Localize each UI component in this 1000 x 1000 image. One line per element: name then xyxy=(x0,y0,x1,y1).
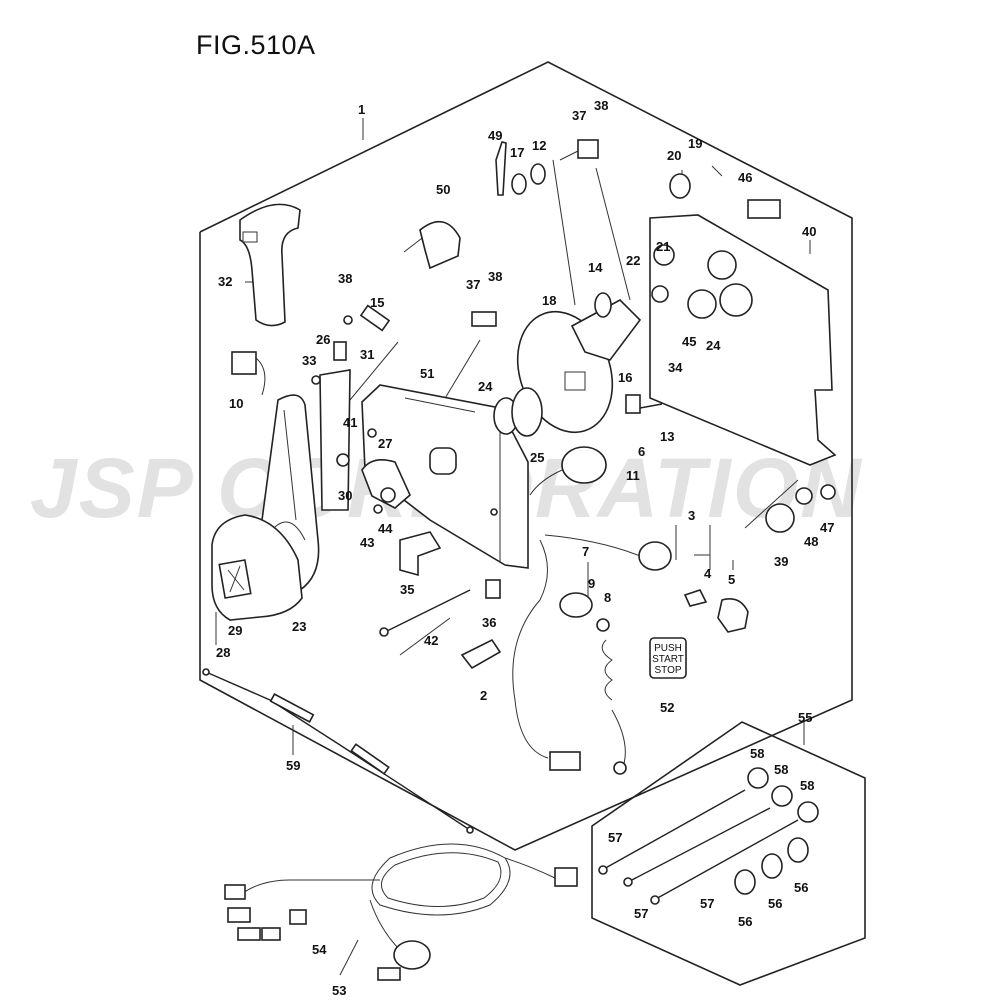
callout-25: 25 xyxy=(530,450,544,465)
bolt-kit-parts xyxy=(598,767,819,905)
callout-44: 44 xyxy=(378,521,393,536)
callout-58a: 58 xyxy=(750,746,764,761)
buzzer xyxy=(529,446,607,496)
callout-49: 49 xyxy=(488,128,502,143)
callout-26: 26 xyxy=(316,332,330,347)
long-screw xyxy=(379,589,471,637)
callout-59: 59 xyxy=(286,758,300,773)
callout-10: 10 xyxy=(229,396,243,411)
callout-21: 21 xyxy=(656,239,670,254)
callout-9: 9 xyxy=(588,576,595,591)
control-cable xyxy=(202,668,474,834)
callout-18: 18 xyxy=(542,293,556,308)
callout-12: 12 xyxy=(532,138,546,153)
neutral-switch xyxy=(231,351,266,396)
callout-1: 1 xyxy=(358,102,365,117)
callout-27: 27 xyxy=(378,436,392,451)
button-text-push: PUSH xyxy=(654,643,682,654)
wiring-harness xyxy=(512,539,581,771)
callout-29: 29 xyxy=(228,623,242,638)
side-knob-parts xyxy=(669,173,836,533)
lever-cover-housing xyxy=(211,514,303,621)
callout-28: 28 xyxy=(216,645,230,660)
callout-47: 47 xyxy=(820,520,834,535)
bracket-parts xyxy=(399,531,502,670)
callout-3: 3 xyxy=(688,508,695,523)
callout-22: 22 xyxy=(626,253,640,268)
callout-38c: 38 xyxy=(594,98,608,113)
callout-38a: 38 xyxy=(338,271,352,286)
gear-cam xyxy=(361,459,411,514)
callout-labels: 1 2 3 4 5 6 7 8 9 10 11 12 13 14 15 16 1… xyxy=(216,98,834,998)
callout-42: 42 xyxy=(424,633,438,648)
callout-58b: 58 xyxy=(774,762,788,777)
callout-30: 30 xyxy=(338,488,352,503)
callout-57a: 57 xyxy=(608,830,622,845)
callout-37a: 37 xyxy=(466,277,480,292)
callout-20: 20 xyxy=(667,148,681,163)
callout-7: 7 xyxy=(582,544,589,559)
emergency-stop-switch xyxy=(559,592,627,775)
callout-13: 13 xyxy=(660,429,674,444)
callout-37b: 37 xyxy=(572,108,586,123)
shift-link xyxy=(419,139,642,361)
callout-24a: 24 xyxy=(478,379,493,394)
callout-51: 51 xyxy=(420,366,434,381)
callout-16: 16 xyxy=(618,370,632,385)
bolt-kit-frame xyxy=(591,721,866,986)
callout-57b: 57 xyxy=(634,906,648,921)
button-text-start: START xyxy=(652,654,684,665)
callout-43: 43 xyxy=(360,535,374,550)
callout-54: 54 xyxy=(312,942,327,957)
callout-6: 6 xyxy=(638,444,645,459)
callout-31: 31 xyxy=(360,347,374,362)
control-box-body xyxy=(361,384,529,569)
main-key-switch xyxy=(544,534,749,633)
callout-19: 19 xyxy=(688,136,702,151)
callout-36: 36 xyxy=(482,615,496,630)
callout-55: 55 xyxy=(798,710,812,725)
trim-switch xyxy=(625,394,663,414)
washers-and-rings xyxy=(493,163,546,437)
callout-38b: 38 xyxy=(488,269,502,284)
button-text-stop: STOP xyxy=(654,665,681,676)
callout-8: 8 xyxy=(604,590,611,605)
callout-56a: 56 xyxy=(738,914,752,929)
side-cover-plate xyxy=(649,214,837,466)
main-wiring-harness xyxy=(224,843,578,981)
callout-52: 52 xyxy=(660,700,674,715)
callout-53: 53 xyxy=(332,983,346,998)
callout-58c: 58 xyxy=(800,778,814,793)
callout-41: 41 xyxy=(343,415,357,430)
callout-4: 4 xyxy=(704,566,712,581)
callout-24b: 24 xyxy=(706,338,721,353)
callout-23: 23 xyxy=(292,619,306,634)
assembly-frame xyxy=(199,61,853,851)
callout-14: 14 xyxy=(588,260,603,275)
pin-parts xyxy=(311,304,391,511)
figure-title: FIG.510A xyxy=(196,30,316,60)
lever-handle-grip xyxy=(239,203,301,327)
callout-2: 2 xyxy=(480,688,487,703)
callout-48: 48 xyxy=(804,534,818,549)
callout-45: 45 xyxy=(682,334,696,349)
callout-35: 35 xyxy=(400,582,414,597)
push-start-stop-button: PUSH START STOP xyxy=(649,637,687,679)
callout-15: 15 xyxy=(370,295,384,310)
callout-50: 50 xyxy=(436,182,450,197)
callout-17: 17 xyxy=(510,145,524,160)
callout-32: 32 xyxy=(218,274,232,289)
callout-34: 34 xyxy=(668,360,683,375)
callout-56c: 56 xyxy=(794,880,808,895)
callout-11: 11 xyxy=(626,468,640,483)
callout-40: 40 xyxy=(802,224,816,239)
callout-33: 33 xyxy=(302,353,316,368)
callout-5: 5 xyxy=(728,572,735,587)
callout-57c: 57 xyxy=(700,896,714,911)
callout-56b: 56 xyxy=(768,896,782,911)
callout-46: 46 xyxy=(738,170,752,185)
callout-39: 39 xyxy=(774,554,788,569)
